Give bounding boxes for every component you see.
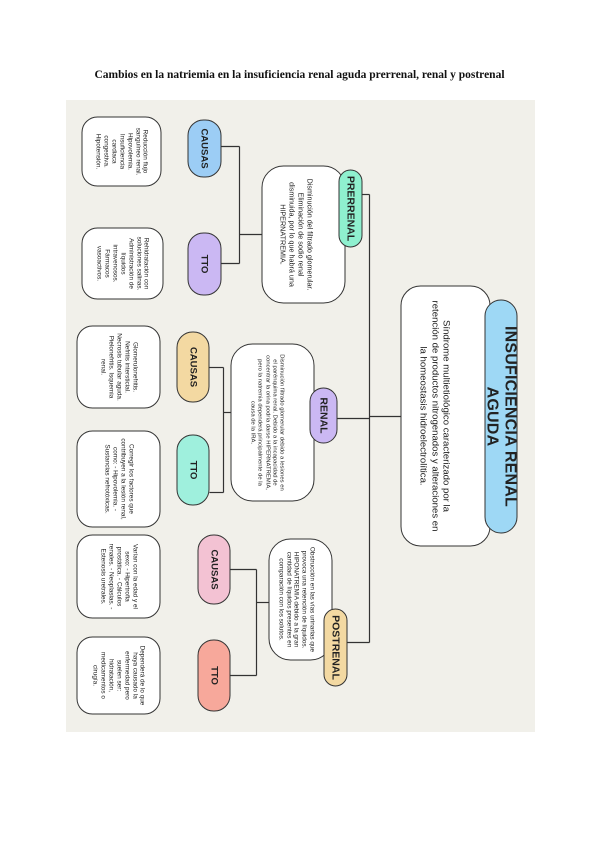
renal-description: Disminución filtrado glomerular debido a… [230,343,314,501]
connector-lines [209,145,403,676]
postrenal-causas-text: Varían con la edad y el sexo: - Hipertro… [99,543,138,609]
prerrenal-label-text: PRERRENAL [344,175,356,241]
prerrenal-tto-label: TTO [187,232,221,295]
prerrenal-label: PRERRENAL [338,169,362,247]
prerrenal-description: Disminución del filtrado glomerular. Eli… [261,165,345,303]
postrenal-tto-box: Dependerá de lo que haya causado la enfe… [76,636,160,714]
renal-label: RENAL [309,387,337,443]
concept-map: Síndrome multietiológico caracterizado p… [66,100,535,732]
postrenal-description-text: Obstrucción en las vías urinarias que pr… [276,546,316,652]
renal-description-text: Disminución filtrado glomerular debido a… [249,353,285,491]
root-description: Síndrome multietiológico caracterizado p… [400,285,490,546]
prerrenal-causas-label: CAUSAS [187,119,221,177]
renal-tto-box: Corregir los factores que contribuyen a … [76,430,160,527]
postrenal-description: Obstrucción en las vías urinarias que pr… [268,538,332,660]
postrenal-causas-label-text: CAUSAS [208,548,219,590]
root-title-text: INSUFICIENCIA RENAL AGUDA [483,325,519,507]
renal-causas-label: CAUSAS [176,331,209,402]
prerrenal-tto-text: Rehidratación con soluciones salinas. Ad… [95,236,150,290]
postrenal-causas-box: Varían con la edad y el sexo: - Hipertro… [76,534,160,618]
postrenal-tto-text: Dependerá de lo que haya causado la enfe… [91,645,146,705]
renal-tto-label-text: TTO [187,460,198,479]
concept-map-rotated: Síndrome multietiológico caracterizado p… [66,100,535,732]
renal-causas-label-text: CAUSAS [187,346,198,387]
prerrenal-tto-label-text: TTO [198,254,210,273]
concept-map-panel: Síndrome multietiológico caracterizado p… [66,100,535,732]
root-title: INSUFICIENCIA RENAL AGUDA [483,299,519,533]
postrenal-causas-label: CAUSAS [197,534,230,604]
postrenal-tto-label-text: TTO [208,665,219,685]
renal-tto-text: Corregir los factores que contribuyen a … [103,437,134,520]
prerrenal-description-text: Disminución del filtrado glomerular. Eli… [278,178,314,290]
postrenal-label-text: POSTRENAL [329,614,341,680]
prerrenal-tto-box: Rehidratación con soluciones salinas. Ad… [81,227,163,299]
postrenal-label: POSTRENAL [323,608,347,686]
renal-causas-box: Glomerulonefritis. Nefritis intersticial… [76,325,160,408]
prerrenal-causas-label-text: CAUSAS [198,127,210,169]
prerrenal-causas-text: Reducción flujo sanguíneo renal. Hipovol… [94,127,149,175]
renal-tto-label: TTO [176,434,209,505]
renal-label-text: RENAL [317,396,329,434]
page-title: Cambios en la natriemia en la insuficien… [94,69,505,81]
renal-causas-text: Glomerulonefritis. Nefritis intersticial… [99,332,138,401]
prerrenal-causas-box: Reducción flujo sanguíneo renal. Hipovol… [81,116,161,186]
postrenal-tto-label: TTO [197,639,230,711]
root-description-text: Síndrome multietiológico caracterizado p… [417,300,452,531]
